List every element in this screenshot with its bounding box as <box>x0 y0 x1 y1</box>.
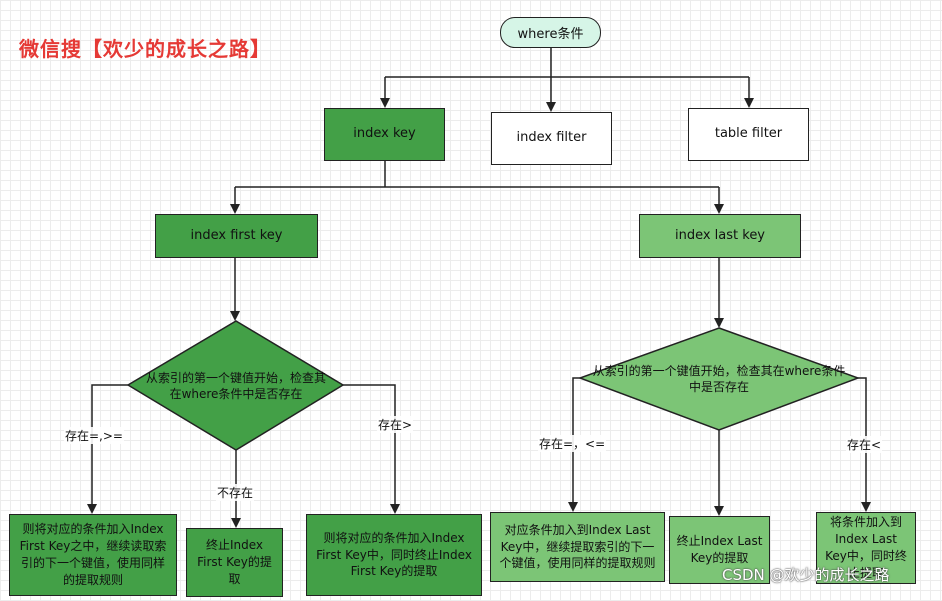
node-index-filter: index filter <box>491 112 612 165</box>
edge-label-first-mid: 不存在 <box>216 484 255 501</box>
result-last-stop: 终止Index Last Key的提取 <box>669 516 770 584</box>
edge-label-first-right: 存在> <box>377 416 414 433</box>
result-first-continue: 则将对应的条件加入Index First Key之中，继续读取索引的下一个键值，… <box>9 514 177 596</box>
node-index-first-key: index first key <box>155 214 318 258</box>
result-first-stop: 终止Index First Key的提取 <box>186 528 283 597</box>
result-first-add-stop: 则将对应的条件加入Index First Key中，同时终止Index Firs… <box>306 514 482 596</box>
arrow-last-left <box>568 377 580 512</box>
decision-first-shape <box>126 320 345 451</box>
node-index-key: index key <box>324 108 445 161</box>
node-index-last-key: index last key <box>639 214 801 258</box>
csdn-watermark: CSDN @欢少的成长之路 <box>722 566 890 584</box>
node-table-filter: table filter <box>688 108 809 161</box>
decision-last-shape <box>577 327 861 431</box>
decision-last-text: 从索引的第一个键值开始，检查其在where条件中是否存在 <box>592 364 846 395</box>
edge-label-last-left: 存在=，<= <box>538 435 607 452</box>
edge-label-last-right: 存在< <box>846 436 883 453</box>
edge-label-first-left: 存在=,>= <box>64 427 124 444</box>
start-node-where: where条件 <box>500 17 601 48</box>
diagram-title: 微信搜【欢少的成长之路】 <box>19 37 271 61</box>
arrow-first-left <box>87 384 128 514</box>
result-last-add-stop: 将条件加入到Index Last Key中，同时终止提取 <box>816 512 916 584</box>
arrow-first-right <box>343 384 400 514</box>
result-last-continue: 对应条件加入到Index Last Key中，继续提取索引的下一个键值，使用同样… <box>490 512 665 582</box>
decision-first-text: 从索引的第一个键值开始，检查其在where条件中是否存在 <box>146 371 327 402</box>
arrow-last-right <box>858 377 871 512</box>
